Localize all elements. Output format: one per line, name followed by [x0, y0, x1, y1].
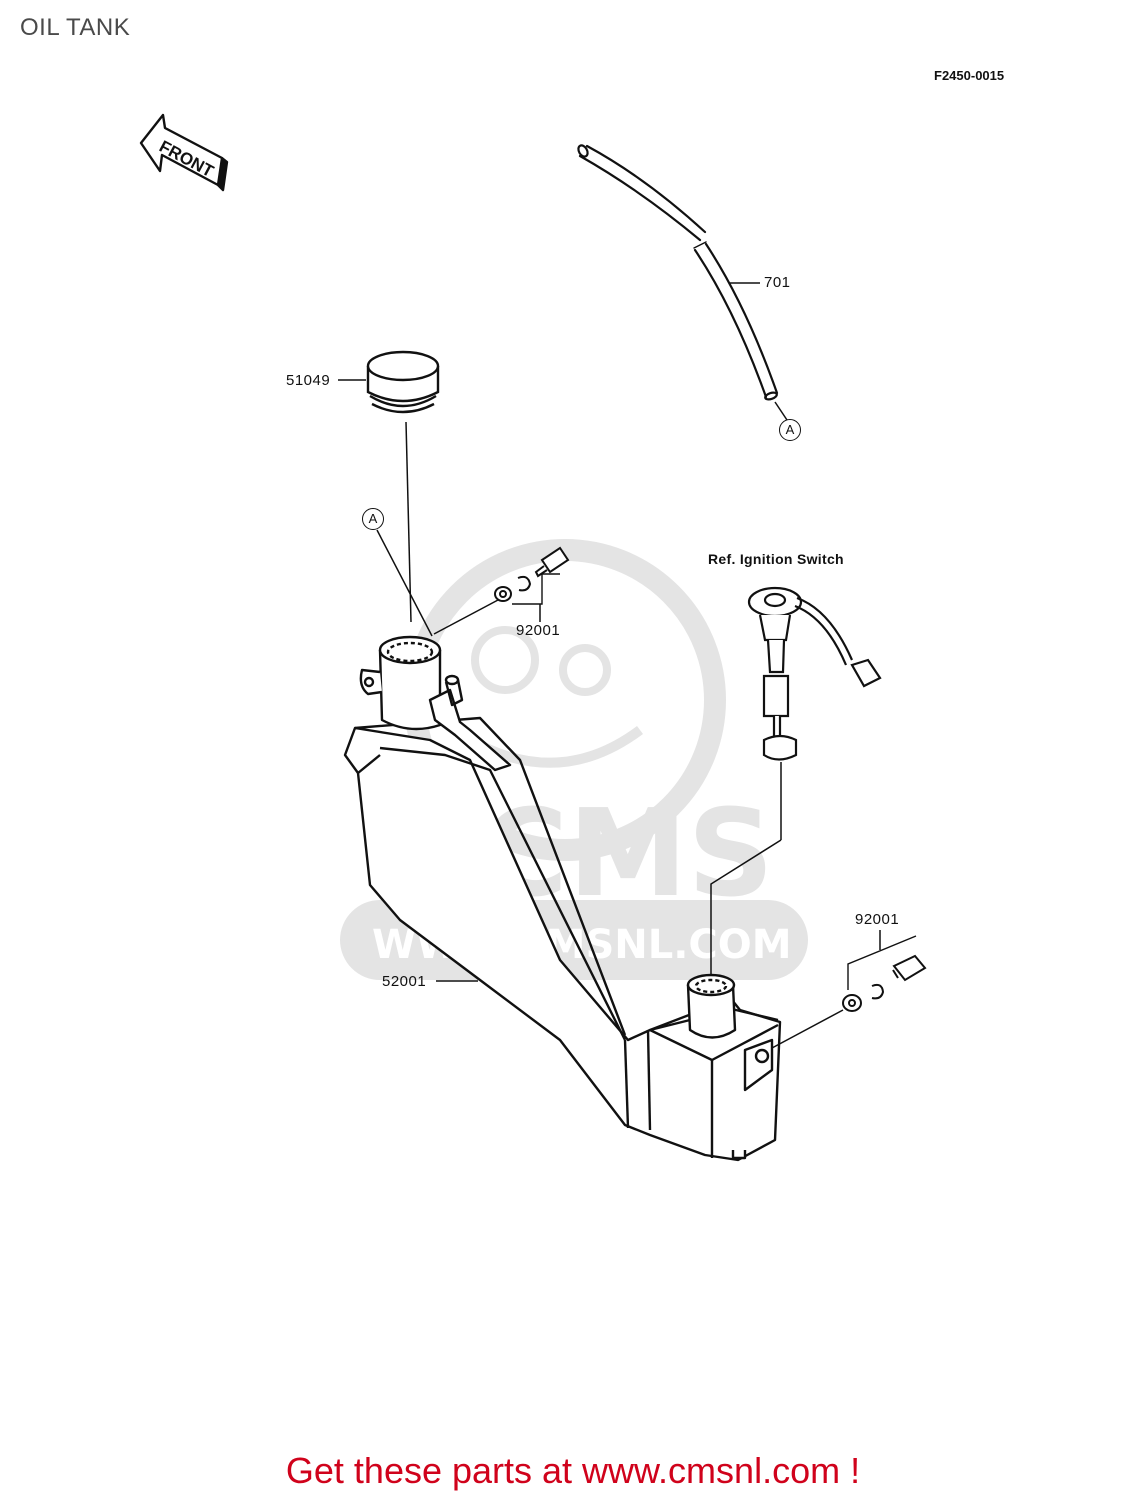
ref-ignition-switch-label: Ref. Ignition Switch: [708, 551, 844, 567]
sensor-to-tank-line: [710, 839, 782, 975]
bolt-lower-center-line: [771, 1009, 844, 1049]
diagram-code: F2450-0015: [934, 68, 1005, 83]
part-label-52001[interactable]: 52001: [382, 973, 427, 990]
bolt-upper-center-line: [433, 599, 499, 635]
hose-part: [577, 144, 779, 401]
part-label-92001-lower[interactable]: 92001: [855, 911, 900, 928]
page-title: OIL TANK: [20, 14, 131, 41]
oil-tank-diagram: CMS WWW.CMSNL.COM FRONT: [139, 113, 927, 1162]
part-label-51049[interactable]: 51049: [286, 372, 331, 389]
cta-link[interactable]: Get these parts at www.cmsnl.com !: [285, 1450, 861, 1491]
front-arrow-icon: FRONT: [139, 113, 229, 192]
part-label-92001-upper[interactable]: 92001: [516, 622, 561, 639]
bolt-set-upper-part: [494, 546, 570, 605]
callout-a-hose: A: [779, 419, 801, 441]
oil-level-sensor-part: [747, 586, 882, 761]
cap-part: [366, 350, 440, 414]
callout-a-tank: A: [362, 508, 384, 530]
hose-callout-line: [774, 401, 788, 421]
bolt-set-lower-part: [842, 935, 927, 1012]
cap-center-line: [405, 421, 412, 623]
oil-tank-part: [343, 635, 782, 1162]
part-label-701[interactable]: 701: [764, 274, 791, 291]
callout-a-leader-tank: [376, 529, 433, 637]
